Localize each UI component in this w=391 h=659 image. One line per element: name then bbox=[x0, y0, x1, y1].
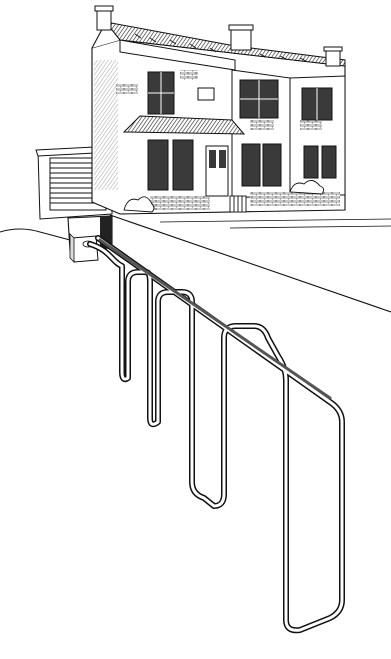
ground-loop-pipe bbox=[90, 238, 342, 630]
ground bbox=[0, 215, 391, 312]
house bbox=[92, 6, 345, 214]
